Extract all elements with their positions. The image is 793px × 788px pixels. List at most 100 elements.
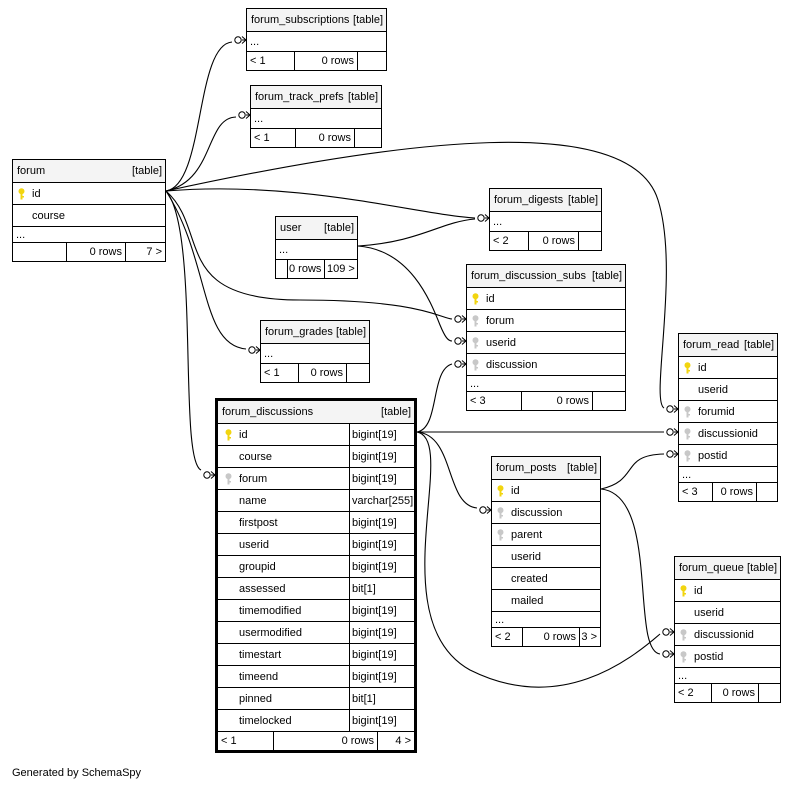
column-row[interactable]: postid — [675, 645, 780, 667]
column-name: course — [32, 209, 66, 222]
table-name: forum — [17, 165, 46, 177]
parent-count: < 2 — [495, 631, 511, 643]
column-row[interactable]: course — [13, 204, 165, 226]
column-type: bigint[19] — [352, 670, 397, 683]
column-type: bit[1] — [352, 692, 376, 705]
footer-divider — [521, 392, 522, 410]
column-row[interactable]: postid — [679, 444, 777, 466]
column-row[interactable]: discussionid — [679, 422, 777, 444]
footer-divider — [66, 243, 67, 261]
column-row[interactable]: forumid — [679, 400, 777, 422]
row-count: 0 rows — [89, 246, 122, 258]
edge-forum-discussions — [165, 190, 202, 471]
table-name: forum_digests — [494, 194, 564, 206]
column-row[interactable]: parent — [492, 523, 600, 545]
column-divider — [349, 578, 350, 599]
column-row[interactable]: forum — [467, 309, 625, 331]
more-columns-ellipsis: ... — [682, 468, 692, 481]
crow-foot-forum-digests-forum — [477, 214, 490, 222]
column-row[interactable]: userid — [675, 601, 780, 623]
column-row[interactable]: id — [13, 182, 165, 204]
footer-divider — [592, 392, 593, 410]
footer-divider — [357, 52, 358, 70]
more-columns-row: ... — [276, 239, 357, 259]
column-divider — [349, 666, 350, 687]
column-name: forumid — [698, 405, 735, 418]
edge-forum-dsubs — [165, 190, 453, 320]
column-type: bigint[19] — [352, 714, 397, 727]
column-row[interactable]: discussion — [467, 353, 625, 375]
column-row[interactable]: id — [675, 579, 780, 601]
column-row[interactable]: id — [467, 287, 625, 309]
column-row[interactable]: discussionid — [675, 623, 780, 645]
column-type: varchar[255] — [352, 494, 414, 507]
footer-divider — [273, 732, 274, 750]
column-name: id — [32, 187, 41, 200]
foreign-key-icon — [225, 472, 232, 485]
crow-foot-forum-grades — [248, 346, 261, 354]
column-row[interactable]: created — [492, 567, 600, 589]
table-header: user[table] — [276, 217, 357, 239]
column-row[interactable]: discussion — [492, 501, 600, 523]
row-count: 0 rows — [341, 735, 374, 747]
parent-count: < 2 — [493, 235, 509, 247]
more-columns-ellipsis: ... — [279, 243, 289, 256]
foreign-key-icon — [684, 449, 691, 462]
primary-key-icon — [497, 484, 504, 497]
column-type: bigint[19] — [352, 560, 397, 573]
column-row[interactable]: userid — [467, 331, 625, 353]
column-row[interactable]: mailed — [492, 589, 600, 611]
parent-count: < 3 — [682, 486, 698, 498]
table-header: forum[table] — [13, 160, 165, 182]
footer-divider — [125, 243, 126, 261]
footer-divider — [712, 483, 713, 501]
column-name: userid — [698, 383, 728, 396]
column-name: id — [511, 484, 520, 497]
column-row[interactable]: id — [679, 356, 777, 378]
primary-key-icon — [472, 292, 479, 305]
table-name: forum_read — [683, 339, 740, 351]
column-name: postid — [698, 449, 728, 462]
column-name: discussionid — [698, 427, 758, 440]
column-row[interactable]: id — [492, 479, 600, 501]
generated-by-footer: Generated by SchemaSpy — [12, 767, 142, 779]
column-row[interactable]: userid — [679, 378, 777, 400]
table-kind: [table] — [381, 406, 411, 418]
edge-forum-digests — [165, 188, 476, 219]
edge-forum-grades — [165, 190, 247, 350]
crow-foot-dsubs-discussion — [454, 360, 467, 368]
column-name: id — [486, 292, 495, 305]
more-columns-row: ... — [675, 667, 780, 683]
column-row[interactable]: userid — [492, 545, 600, 567]
row-count: 0 rows — [321, 55, 354, 67]
